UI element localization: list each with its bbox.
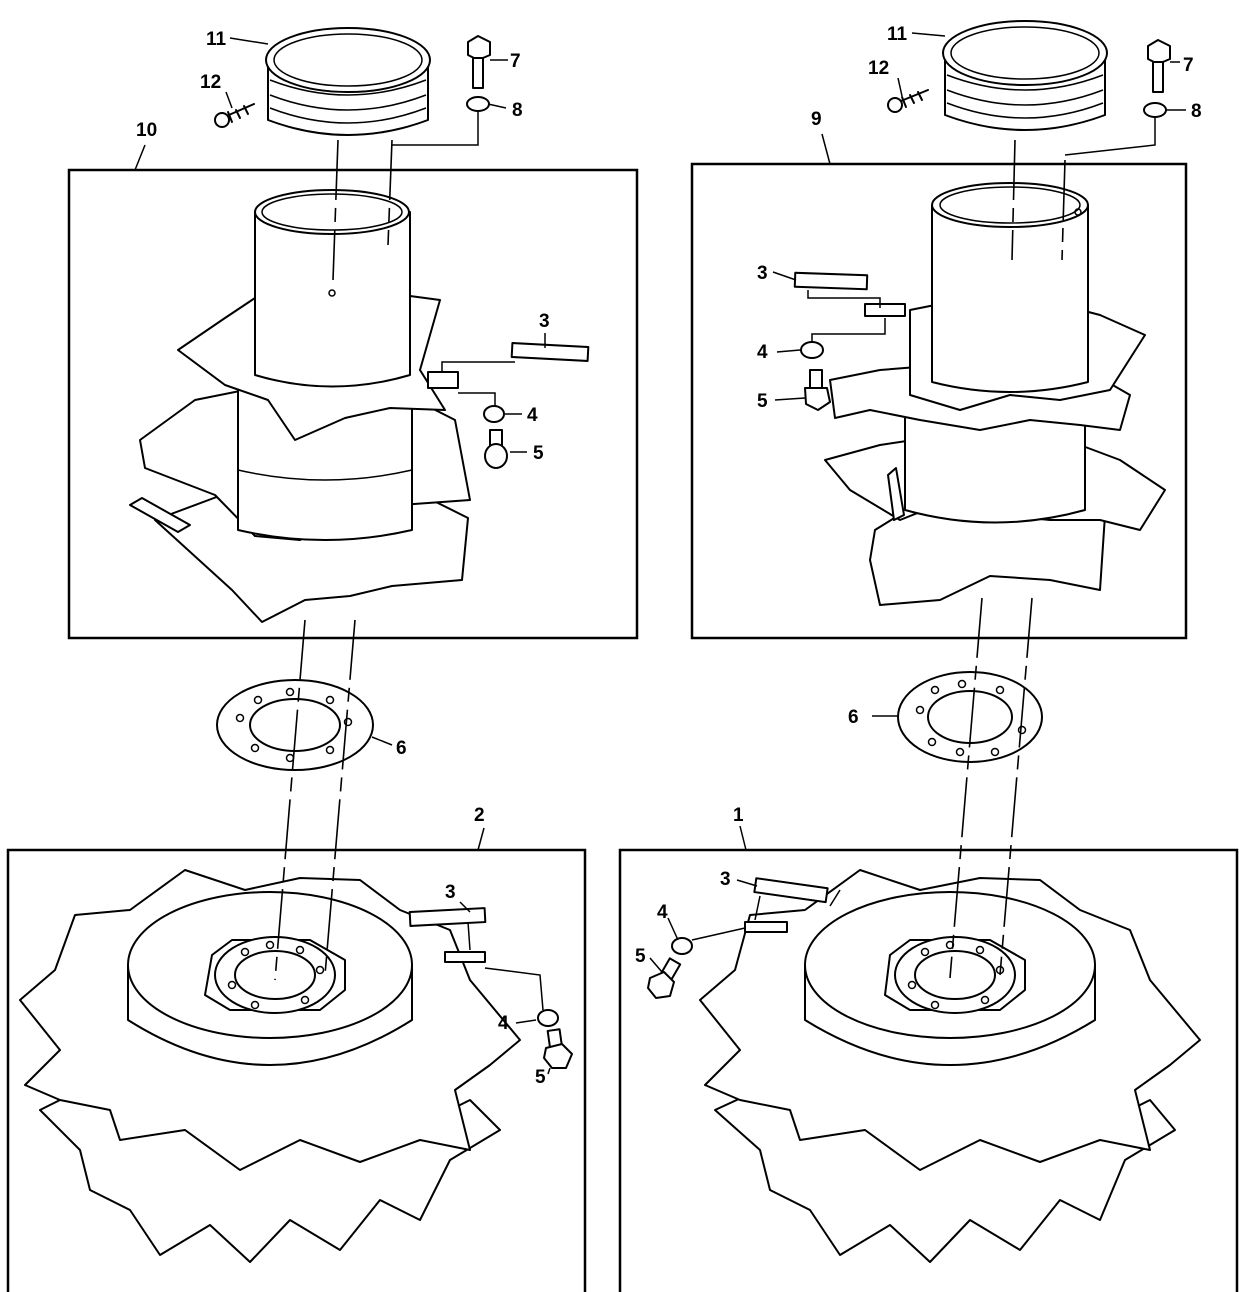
right-lower-bolt bbox=[647, 957, 682, 999]
right-lower-assembly-frame bbox=[618, 848, 1239, 1292]
right-tube-opening bbox=[931, 182, 1089, 228]
callout-right-lower-bar: 3 bbox=[720, 869, 731, 890]
callout-left-cap: 11 bbox=[206, 29, 227, 50]
right-top-bolt bbox=[1147, 39, 1171, 93]
callout-right-lower-assembly: 1 bbox=[733, 805, 744, 826]
callout-left-ring: 6 bbox=[396, 738, 407, 759]
callout-left-bar: 3 bbox=[539, 311, 550, 332]
callout-left-bolt-top: 7 bbox=[510, 51, 521, 72]
callout-right-cap: 11 bbox=[887, 24, 908, 45]
left-bolt bbox=[484, 429, 508, 469]
left-lower-bolt bbox=[543, 1028, 573, 1069]
callout-left-lower-bar: 3 bbox=[445, 882, 456, 903]
right-lower-washer bbox=[671, 937, 693, 955]
assembly-axes bbox=[274, 139, 1066, 981]
callout-right-lower-washer: 4 bbox=[657, 902, 668, 923]
callout-right-bolt-top: 7 bbox=[1183, 55, 1194, 76]
callout-right-bar: 3 bbox=[757, 263, 768, 284]
callout-right-washer-top: 8 bbox=[1191, 101, 1202, 122]
right-bolt bbox=[804, 369, 831, 411]
callout-left-lower-bolt: 5 bbox=[535, 1067, 546, 1088]
left-top-bolt bbox=[467, 35, 491, 89]
callout-right-bolt: 5 bbox=[757, 391, 768, 412]
right-top-washer bbox=[1143, 102, 1167, 118]
callout-right-ring: 6 bbox=[848, 707, 859, 728]
right-ring bbox=[897, 671, 1043, 763]
left-tube-opening bbox=[254, 189, 410, 235]
left-lower-washer bbox=[537, 1009, 559, 1027]
right-washer bbox=[800, 341, 824, 359]
right-bar bbox=[793, 271, 869, 291]
callout-left-washer-top: 8 bbox=[512, 100, 523, 121]
callout-right-upper-assembly: 9 bbox=[811, 109, 822, 130]
callout-left-screw: 12 bbox=[200, 72, 221, 93]
right-side-clip bbox=[887, 467, 905, 521]
leader-lines bbox=[134, 32, 1186, 1075]
left-upper-assembly bbox=[67, 168, 639, 640]
callout-labels: 11 12 7 8 10 3 4 5 6 2 3 4 5 11 12 7 8 9… bbox=[136, 24, 1202, 1088]
callout-left-bolt: 5 bbox=[533, 443, 544, 464]
right-upper-assembly bbox=[690, 162, 1188, 640]
callout-left-lower-assembly: 2 bbox=[474, 805, 485, 826]
right-lower-bar bbox=[753, 877, 829, 904]
right-tube-upper bbox=[931, 204, 1089, 393]
right-lower-assembly bbox=[618, 848, 1239, 1292]
right-cap bbox=[942, 20, 1108, 131]
left-lower-assembly bbox=[6, 848, 587, 1292]
left-top-washer bbox=[466, 96, 490, 112]
left-ring bbox=[216, 679, 374, 771]
left-tube-upper bbox=[254, 211, 411, 388]
left-lower-bar bbox=[408, 907, 487, 927]
left-washer bbox=[483, 405, 505, 423]
left-screw bbox=[214, 103, 255, 128]
left-lower-assembly-frame bbox=[6, 848, 587, 1292]
callout-left-upper-assembly: 10 bbox=[136, 120, 157, 141]
callout-right-screw: 12 bbox=[868, 58, 889, 79]
left-bar bbox=[510, 342, 590, 362]
callout-right-washer: 4 bbox=[757, 342, 768, 363]
callout-left-washer: 4 bbox=[527, 405, 538, 426]
right-screw bbox=[887, 89, 929, 113]
callout-left-lower-washer: 4 bbox=[498, 1013, 509, 1034]
left-cap bbox=[265, 27, 431, 136]
right-upper-assembly-frame bbox=[690, 162, 1188, 640]
left-side-clip bbox=[129, 497, 191, 533]
callout-right-lower-bolt: 5 bbox=[635, 946, 646, 967]
